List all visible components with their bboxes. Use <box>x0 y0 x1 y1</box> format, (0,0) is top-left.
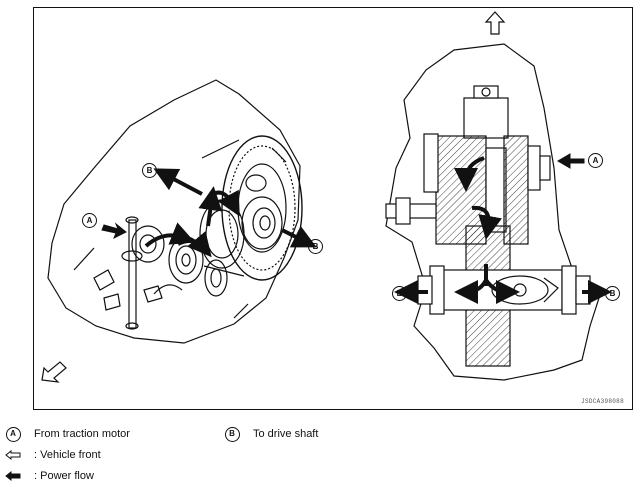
power-flow-arrow-input <box>101 222 127 240</box>
diagram-canvas <box>41 11 612 383</box>
vehicle-front-arrow-top <box>484 11 506 35</box>
figure-code: JSDCA398088 <box>581 398 624 405</box>
power-flow-arrow-input-right <box>557 153 585 169</box>
legend-text-a: From traction motor <box>34 428 130 440</box>
callout-b-right-left: B <box>392 286 407 301</box>
transaxle-power-flow-figure: B A B A B B JSDCA398088 <box>33 7 633 410</box>
legend-symbol-b: B <box>224 426 240 442</box>
input-shaft <box>128 219 137 329</box>
callout-b-left-upper: B <box>142 163 157 178</box>
power-flow-arrow-up <box>198 186 223 227</box>
legend-text-b: To drive shaft <box>253 428 319 440</box>
legend-text-vehicle-front: : Vehicle front <box>34 449 101 461</box>
vehicle-front-arrow-bottom <box>41 361 67 383</box>
right-power-flow-arrows <box>394 153 612 304</box>
power-flow-arrow-to-b-upper <box>153 168 203 196</box>
idler-gear <box>204 259 228 297</box>
legend-item-from-traction-motor: A From traction motor <box>4 425 130 443</box>
legend-symbol-a: A <box>5 426 21 442</box>
callout-a-left: A <box>82 213 97 228</box>
legend-item-to-drive-shaft: B To drive shaft <box>223 425 318 443</box>
right-housing-outline <box>385 43 600 381</box>
output-flange <box>241 196 283 250</box>
power-flow-arrow-to-b-lower <box>281 225 317 248</box>
callout-b-left-lower: B <box>308 239 323 254</box>
callout-b-right-right: B <box>605 286 620 301</box>
legend-text-power-flow: : Power flow <box>34 470 94 482</box>
outline-arrow-left-icon <box>4 447 22 463</box>
legend-item-power-flow: : Power flow <box>4 467 94 485</box>
solid-arrow-left-icon <box>4 468 22 484</box>
left-power-flow-arrows <box>101 168 317 258</box>
left-housing-outline <box>47 79 301 344</box>
callout-a-right: A <box>588 153 603 168</box>
left-housing-view <box>47 79 303 344</box>
legend-item-vehicle-front: : Vehicle front <box>4 446 101 464</box>
power-flow-arrow-curve <box>144 222 196 248</box>
right-section-view <box>385 43 600 381</box>
